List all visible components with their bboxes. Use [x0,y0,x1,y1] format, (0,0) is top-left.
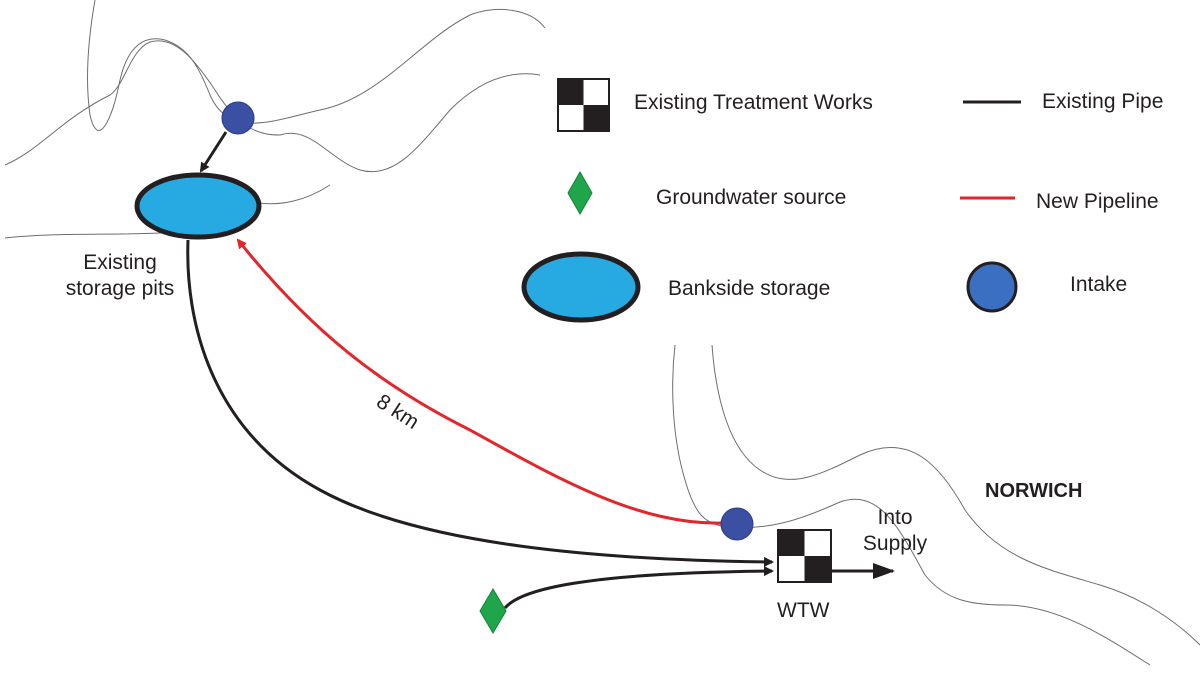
legend-existing-pipe-label: Existing Pipe [1042,90,1164,113]
into-supply-label-line1: Into [877,506,913,529]
legend-intake-symbol [966,261,1018,313]
river-bank-norwich-right [711,344,1200,646]
norwich-label: NORWICH [985,480,1083,502]
existing-storage-pits-label-line1: Existing [83,251,157,274]
legend-groundwater-symbol [567,170,593,216]
intake-to-storage-pipe [199,131,228,173]
river-bank-upper [87,0,546,131]
wtw-treatment-works [777,529,832,583]
existing-storage-pits-label-line2: storage pits [65,277,175,300]
wtw-label: WTW [777,599,830,622]
legend-intake-label: Intake [1070,273,1128,296]
new-pipeline [236,238,723,525]
river-bank-lower [4,40,541,173]
legend-bankside-storage-symbol [521,251,641,323]
legend-treatment-works-symbol [557,78,610,132]
into-supply-label: Into Supply [850,505,940,557]
legend-treatment-works-label: Existing Treatment Works [634,91,873,114]
river-bank-norwich-left [672,344,1151,666]
into-supply-label-line2: Supply [862,532,928,555]
intake-norwich [720,507,754,541]
groundwater-pipe [503,566,774,610]
groundwater-source [479,588,507,634]
legend-new-pipeline-label: New Pipeline [1036,190,1159,213]
legend-groundwater-label: Groundwater source [656,186,847,209]
existing-storage-pits [134,172,262,240]
legend-bankside-storage-label: Bankside storage [668,277,831,300]
intake-upper [221,101,255,135]
existing-pipe-storage-to-wtw [186,239,774,567]
distance-label: 8 km [372,390,423,434]
existing-storage-pits-label: Existing storage pits [40,250,200,302]
